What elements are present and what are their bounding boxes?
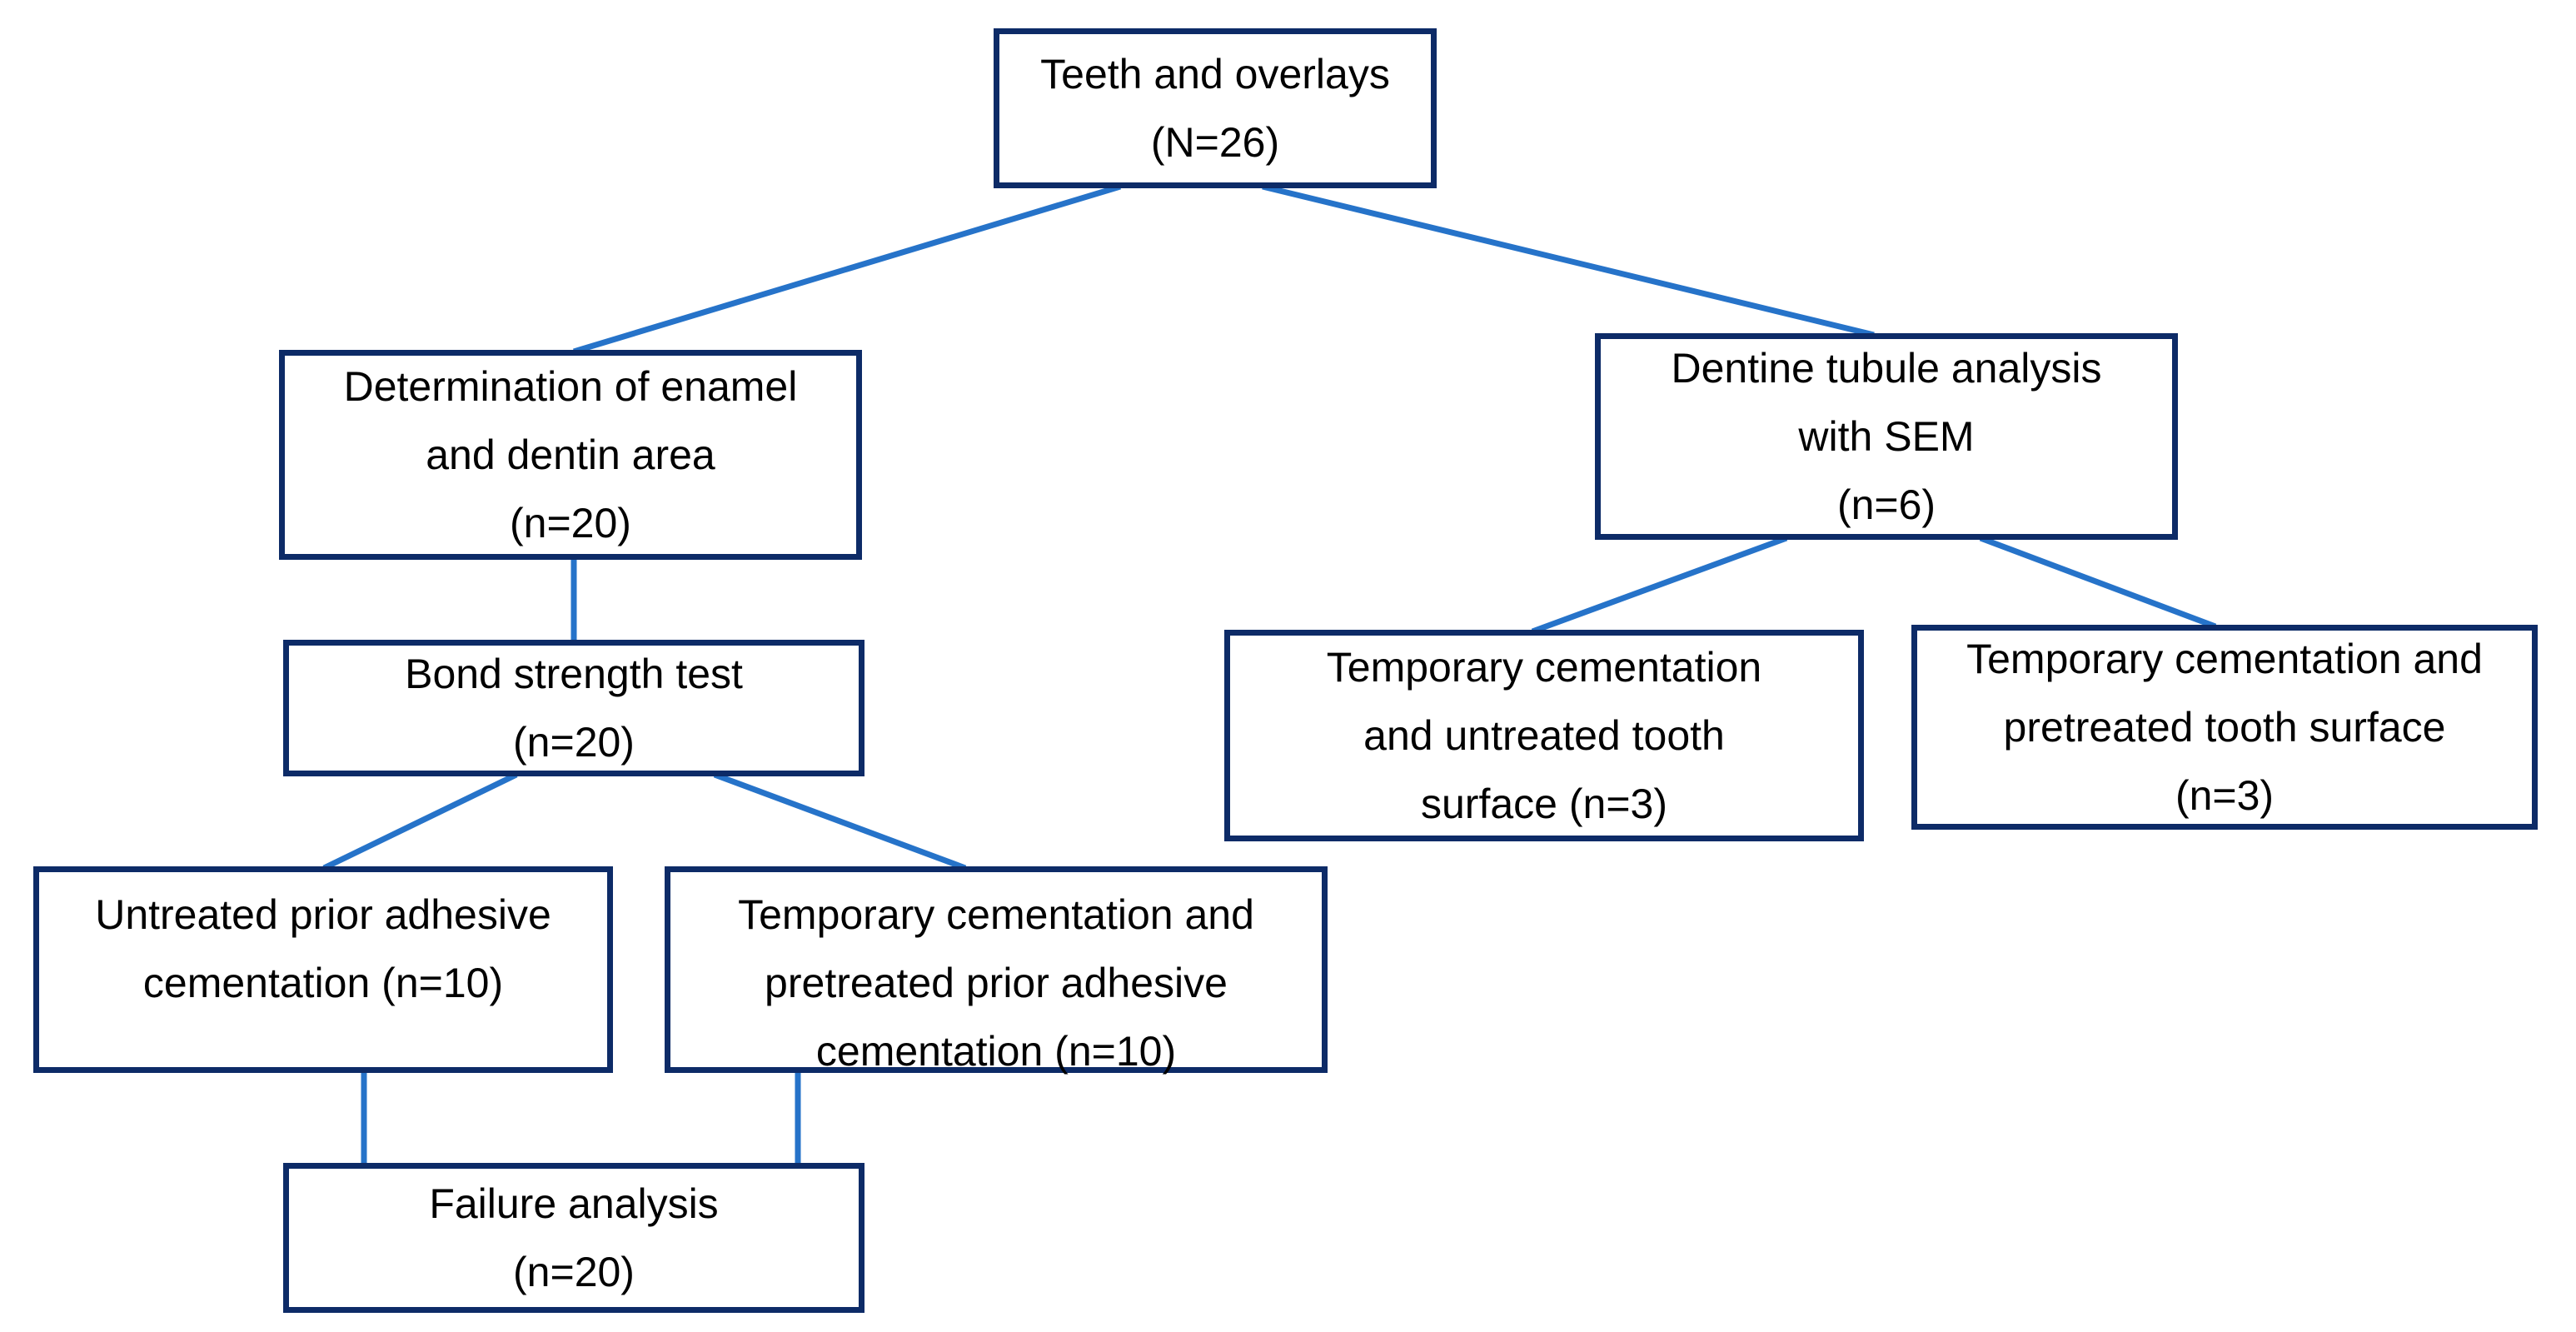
connector-teeth-to-determination	[572, 183, 1122, 355]
node-bond-strength-test: Bond strength test (n=20)	[283, 640, 864, 776]
connector-sem-to-pretreated-tooth	[1979, 535, 2217, 630]
node-temp-pretreated-adhesive-label: Temporary cementation and pretreated pri…	[738, 891, 1254, 1075]
node-failure-analysis: Failure analysis (n=20)	[283, 1163, 864, 1313]
node-determination-area-label: Determination of enamel and dentin area …	[343, 363, 798, 546]
connector-bond-to-untreated	[322, 771, 518, 871]
connector-teeth-to-sem	[1262, 183, 1875, 338]
connector-bond-to-temp-pretreated	[713, 771, 967, 871]
node-dentine-tubule-sem-label: Dentine tubule analysis with SEM (n=6)	[1671, 345, 2102, 528]
connector-sem-to-untreated-tooth	[1531, 535, 1788, 635]
node-temp-untreated-tooth-label: Temporary cementation and untreated toot…	[1326, 644, 1762, 827]
node-temp-untreated-tooth: Temporary cementation and untreated toot…	[1224, 630, 1864, 841]
node-teeth-overlays: Teeth and overlays (N=26)	[994, 28, 1437, 188]
node-bond-strength-test-label: Bond strength test (n=20)	[405, 651, 743, 766]
node-failure-analysis-label: Failure analysis (n=20)	[429, 1180, 719, 1295]
node-temp-pretreated-tooth: Temporary cementation and pretreated too…	[1911, 625, 2538, 830]
node-temp-pretreated-tooth-label: Temporary cementation and pretreated too…	[1966, 636, 2483, 819]
node-untreated-prior-adhesive-label: Untreated prior adhesive cementation (n=…	[95, 891, 551, 1006]
node-teeth-overlays-label: Teeth and overlays (N=26)	[1040, 51, 1390, 166]
node-dentine-tubule-sem: Dentine tubule analysis with SEM (n=6)	[1595, 333, 2178, 540]
node-temp-pretreated-adhesive: Temporary cementation and pretreated pri…	[665, 866, 1328, 1075]
node-determination-area: Determination of enamel and dentin area …	[279, 350, 862, 560]
node-untreated-prior-adhesive: Untreated prior adhesive cementation (n=…	[33, 866, 613, 1073]
